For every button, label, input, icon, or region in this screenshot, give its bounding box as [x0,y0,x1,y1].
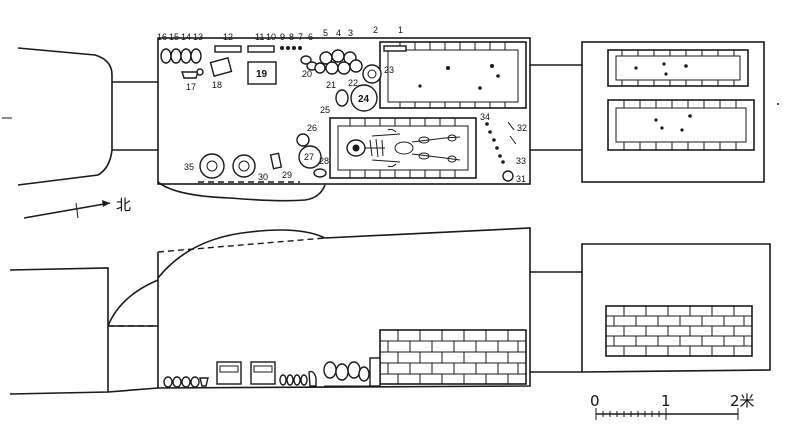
label-34: 34 [480,112,490,122]
label-4: 4 [336,28,341,38]
item-1 [383,45,407,52]
item-12 [214,45,242,53]
plan-grave-goods [160,45,517,182]
label-18: 18 [212,80,222,90]
item-19 [247,61,277,85]
section-brick-wall-rear [605,305,753,357]
item-11 [247,45,275,53]
label-29: 29 [282,170,292,180]
label-15: 15 [169,32,179,42]
label-33: 33 [516,156,526,166]
label-9: 9 [280,32,285,42]
plan-coffin-bed-lower [329,117,477,179]
item-24 [350,84,378,112]
plan-rear-bed-lower [607,99,755,151]
label-7: 7 [298,32,303,42]
plan-connector [530,64,582,151]
section-rear-chamber [581,243,771,373]
north-arrow: 北 [23,196,131,219]
label-31: 31 [516,174,526,184]
plan-coffin-bed-upper-inner [387,49,519,103]
scale-tick-1: 1 [661,392,671,410]
label-20: 20 [302,69,312,79]
label-13: 13 [193,32,203,42]
section-collapse-mound [157,229,326,279]
plan-main-chamber [157,37,531,185]
plan-coffin-bed-upper-bricks [399,42,506,108]
plan-collapse-edge [157,181,326,202]
label-25: 25 [320,105,330,115]
label-10: 10 [266,32,276,42]
label-21: 21 [326,80,336,90]
label-24: 24 [358,94,370,105]
label-1: 1 [398,25,403,35]
label-28: 28 [319,156,329,166]
section-brick-wall-front [379,329,527,385]
plan-skeleton [346,128,461,168]
plan-view: 16 15 14 13 12 11 10 9 8 7 6 5 4 3 2 1 1… [2,25,779,202]
plan-rear-bed-upper [607,49,749,87]
label-32: 32 [517,123,527,133]
plan-rear-chamber [581,41,765,183]
label-27: 27 [304,152,314,162]
section-main-chamber [157,227,531,389]
label-17: 17 [186,82,196,92]
section-view [9,227,771,395]
label-16: 16 [157,32,167,42]
label-14: 14 [181,32,191,42]
plan-coffin-bed-lower-bricks [349,118,456,178]
label-19: 19 [256,69,268,80]
scale-bar: 0 1 2米 [590,392,755,420]
label-23: 23 [384,65,394,75]
label-5: 5 [323,28,328,38]
section-grave-goods [163,357,381,388]
label-22: 22 [348,78,358,88]
plan-coffin-bed-lower-inner [337,125,469,171]
plan-passage-outline [17,47,158,186]
scale-tick-0: 0 [590,392,600,410]
plan-upper-bed-items [418,64,500,90]
scale-tick-2: 2米 [730,392,755,410]
label-2: 2 [373,25,378,35]
plan-coffin-bed-upper [379,41,527,109]
label-11: 11 [255,32,264,42]
label-3: 3 [348,28,353,38]
label-6: 6 [308,32,313,42]
label-26: 26 [307,123,317,133]
item-27 [298,145,322,169]
north-label: 北 [116,196,131,214]
section-passage-left [9,267,109,395]
label-30: 30 [258,172,268,182]
label-8: 8 [289,32,294,42]
label-35: 35 [184,162,194,172]
label-12: 12 [223,32,233,42]
plan-labels: 16 15 14 13 12 11 10 9 8 7 6 5 4 3 2 1 1… [157,25,527,184]
